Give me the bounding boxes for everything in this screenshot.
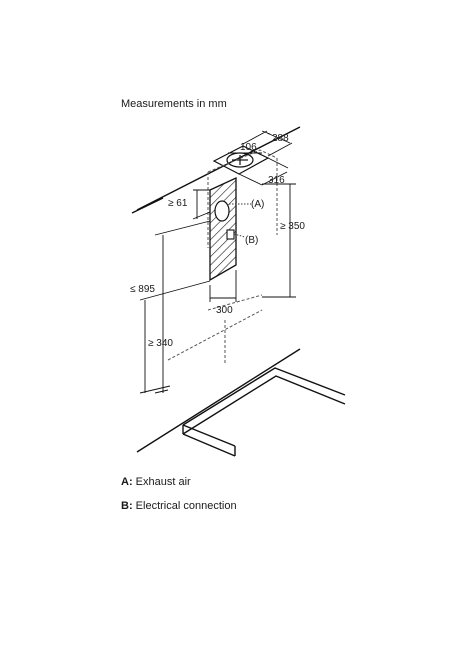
dim-288-label: 288 — [272, 133, 289, 144]
legend-a-text: Exhaust air — [135, 476, 191, 488]
dim-61-lines — [192, 189, 211, 220]
chimney-outline — [167, 149, 278, 365]
dim-300-lines — [209, 270, 237, 302]
dim-895-lines — [154, 220, 211, 394]
dim-350-label: ≥ 350 — [280, 221, 305, 232]
dim-316-lines — [238, 157, 289, 186]
exhaust-opening — [214, 200, 230, 222]
dim-350-lines — [262, 183, 296, 298]
dim-340-lines — [139, 280, 211, 394]
callout-a-label: (A) — [251, 199, 264, 210]
dim-895-label: ≤ 895 — [130, 284, 155, 295]
dim-340-label: ≥ 340 — [148, 338, 173, 349]
electrical-box — [226, 229, 235, 240]
ceiling-line — [136, 126, 301, 211]
dim-106-label: 106 — [240, 142, 257, 153]
page-title: Measurements in mm — [121, 98, 227, 110]
legend-exhaust-air: A: Exhaust air — [121, 476, 191, 488]
dim-288-lines — [242, 130, 293, 157]
callout-b-label: (B) — [245, 235, 258, 246]
dim-61-label: ≥ 61 — [168, 198, 188, 209]
legend-electrical-connection: B: Electrical connection — [121, 500, 237, 512]
legend-b-key: B: — [121, 500, 133, 512]
dim-316-label: 316 — [268, 175, 285, 186]
legend-a-key: A: — [121, 476, 133, 488]
worktop — [182, 367, 346, 457]
ceiling-line-left — [131, 197, 164, 214]
wall-line — [136, 348, 301, 453]
legend-b-text: Electrical connection — [135, 500, 237, 512]
duct-area — [209, 176, 237, 282]
dim-300-label: 300 — [216, 305, 233, 316]
